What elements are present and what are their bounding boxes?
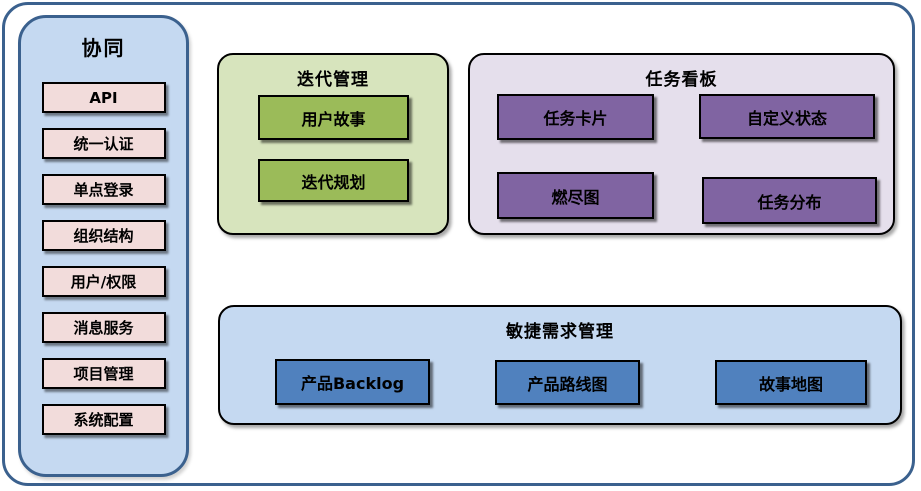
sidebar-item-system-config: 系统配置 [41, 404, 166, 435]
panel-iteration-management: 迭代管理 用户故事 迭代规划 [217, 53, 449, 235]
panel-agile-requirements: 敏捷需求管理 产品Backlog 产品路线图 故事地图 [218, 305, 902, 425]
node-user-story: 用户故事 [258, 95, 409, 140]
node-task-distribution: 任务分布 [702, 177, 877, 224]
sidebar-item-user-permission: 用户/权限 [41, 266, 166, 297]
outer-frame: 协同 API 统一认证 单点登录 组织结构 用户/权限 消息服务 项目管理 系统… [2, 2, 915, 486]
node-iteration-planning: 迭代规划 [258, 159, 409, 202]
sidebar-item-org-structure: 组织结构 [41, 220, 166, 251]
node-product-backlog: 产品Backlog [275, 359, 430, 405]
node-product-roadmap: 产品路线图 [495, 360, 640, 405]
sidebar-item-unified-auth: 统一认证 [41, 128, 166, 159]
sidebar-item-sso: 单点登录 [41, 174, 166, 205]
sidebar-item-project-mgmt: 项目管理 [41, 358, 166, 389]
sidebar-items: API 统一认证 单点登录 组织结构 用户/权限 消息服务 项目管理 系统配置 [21, 82, 186, 435]
panel-task-kanban: 任务看板 任务卡片 自定义状态 燃尽图 任务分布 [468, 53, 895, 235]
sidebar-title: 协同 [81, 36, 126, 60]
node-custom-status: 自定义状态 [699, 94, 875, 139]
sidebar-collaboration: 协同 API 统一认证 单点登录 组织结构 用户/权限 消息服务 项目管理 系统… [18, 15, 189, 477]
node-burndown-chart: 燃尽图 [497, 172, 654, 219]
panel-kanban-title: 任务看板 [645, 70, 718, 90]
node-story-map: 故事地图 [715, 360, 867, 405]
node-task-card: 任务卡片 [497, 94, 654, 140]
panel-requirements-title: 敏捷需求管理 [506, 322, 614, 342]
panel-iteration-title: 迭代管理 [297, 70, 369, 90]
sidebar-item-api: API [41, 82, 166, 113]
sidebar-item-message-service: 消息服务 [41, 312, 166, 343]
